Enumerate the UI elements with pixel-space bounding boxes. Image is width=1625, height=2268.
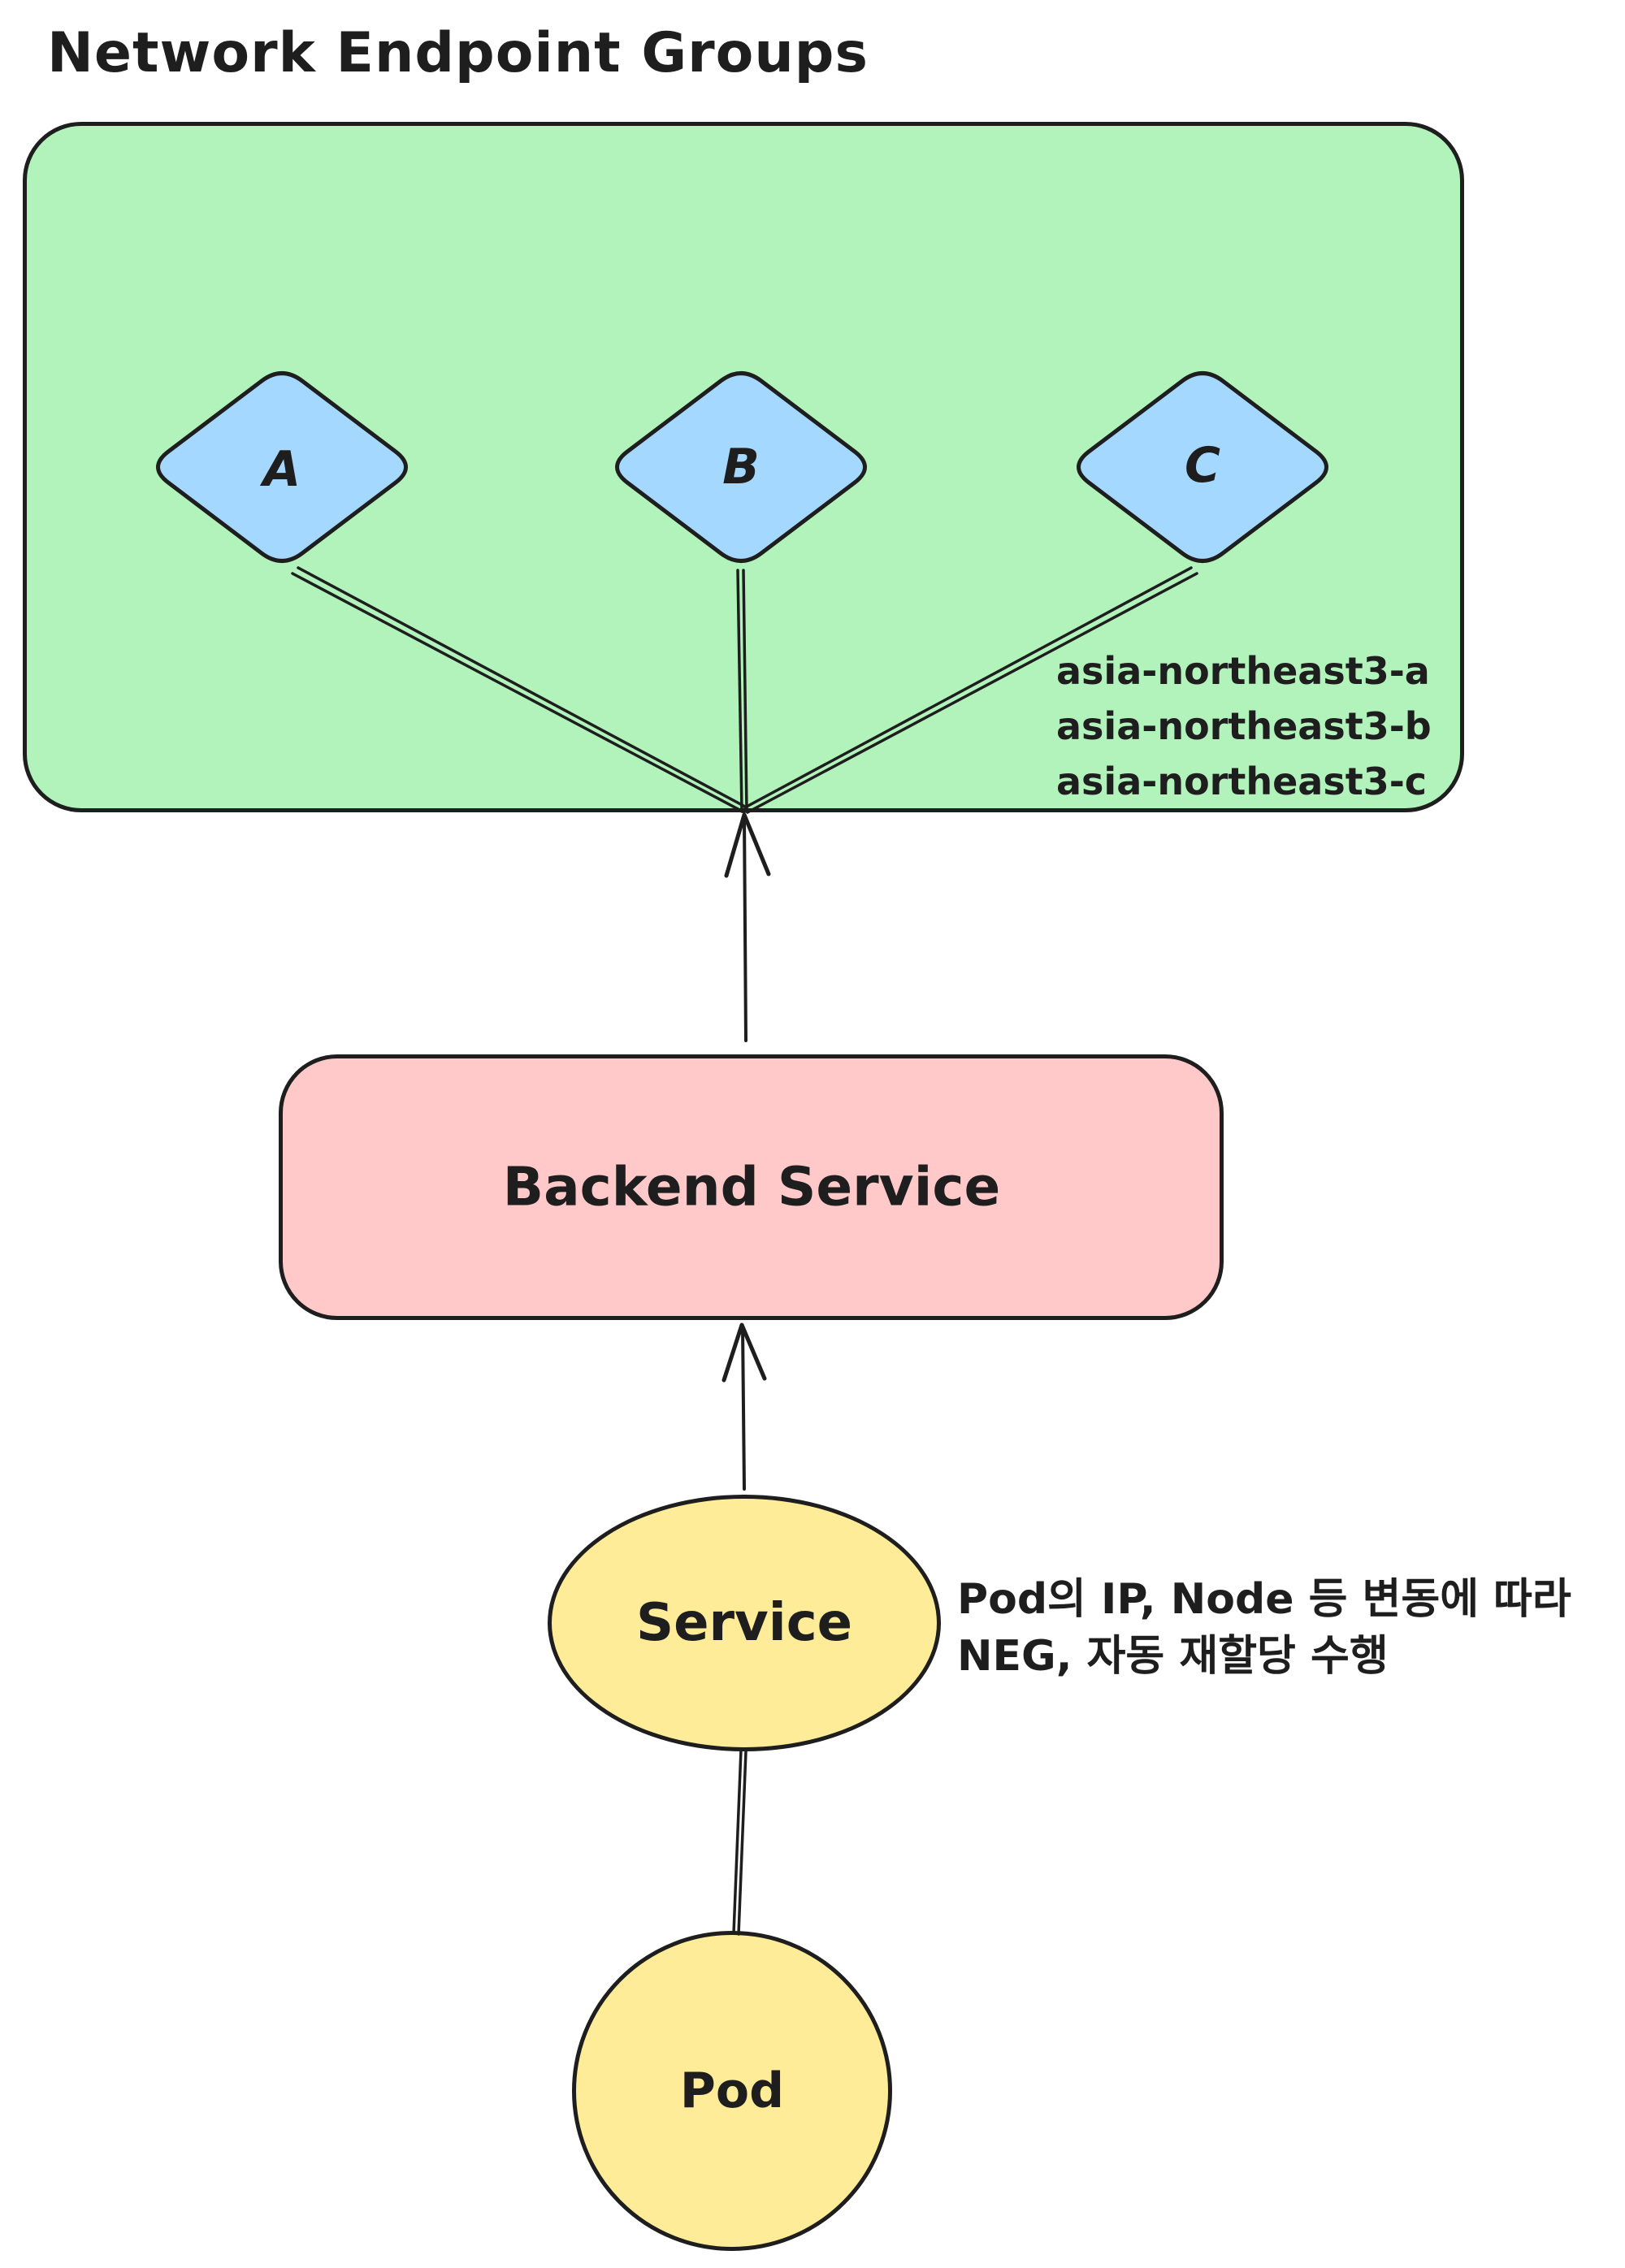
zone-label-a: asia-northeast3-a — [1056, 649, 1430, 693]
service-to-backend-arrow-shaft — [741, 1325, 746, 1491]
pod-label: Pod — [679, 2062, 785, 2119]
service-to-backend-arrowhead — [722, 1322, 767, 1383]
service-annotation-line-1: Pod의 IP, Node 등 변동에 따라 — [957, 1575, 1571, 1624]
zone-list: asia-northeast3-a asia-northeast3-b asia… — [1056, 643, 1432, 809]
backend-service-label: Backend Service — [502, 1155, 1001, 1218]
zone-label-c: asia-northeast3-c — [1056, 760, 1428, 803]
service-annotation-line-2: NEG, 자동 재할당 수행 — [957, 1632, 1389, 1681]
backend-to-neg-arrow-shaft — [743, 815, 748, 1042]
zone-label-b: asia-northeast3-b — [1056, 704, 1432, 748]
diamond-b-label: B — [722, 439, 760, 496]
service-label: Service — [635, 1593, 853, 1653]
diamond-a-label: A — [262, 441, 301, 498]
backend-service-box — [279, 1054, 1224, 1320]
page-title: Network Endpoint Groups — [47, 21, 869, 85]
service-annotation: Pod의 IP, Node 등 변동에 따라 NEG, 자동 재할당 수행 — [957, 1571, 1571, 1685]
backend-to-neg-arrowhead — [724, 812, 771, 878]
pod-circle — [572, 1931, 892, 2251]
pod-to-service-line — [732, 1748, 748, 1936]
diamond-c-label: C — [1184, 437, 1221, 494]
